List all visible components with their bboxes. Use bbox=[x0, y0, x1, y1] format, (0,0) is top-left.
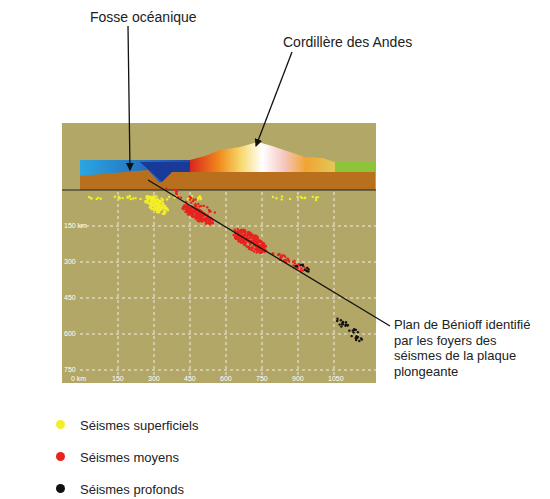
distance-label: 0 km bbox=[71, 375, 86, 382]
legend-text: Séismes superficiels bbox=[80, 418, 199, 433]
distance-label: 1050 bbox=[328, 375, 344, 382]
legend-text: Séismes moyens bbox=[80, 450, 179, 465]
surface-line bbox=[62, 190, 376, 191]
legend-swatch bbox=[56, 452, 65, 461]
distance-label: 450 bbox=[184, 375, 196, 382]
callout-label: Cordillère des Andes bbox=[283, 34, 412, 50]
distance-label: 900 bbox=[292, 375, 304, 382]
legend-swatch bbox=[56, 484, 65, 493]
earthquake-foci bbox=[88, 187, 363, 342]
legend-text: Séismes profonds bbox=[80, 482, 184, 497]
depth-label: 600 bbox=[64, 330, 76, 337]
distance-label: 150 bbox=[112, 375, 124, 382]
depth-label: 450 bbox=[64, 294, 76, 301]
benioff-line bbox=[148, 180, 390, 326]
depth-label: 300 bbox=[64, 258, 76, 265]
distance-label: 750 bbox=[256, 375, 268, 382]
grid bbox=[80, 192, 376, 376]
leader-line bbox=[256, 52, 292, 146]
leader-line bbox=[128, 26, 130, 170]
callout-label: Plan de Bénioff identifié par les foyers… bbox=[394, 317, 546, 379]
legend-swatch bbox=[56, 420, 65, 429]
crust-band bbox=[80, 170, 375, 190]
trench bbox=[140, 162, 190, 182]
distance-label: 300 bbox=[148, 375, 160, 382]
depth-label: 150 km bbox=[64, 222, 87, 229]
ocean bbox=[80, 160, 190, 183]
section-panel bbox=[62, 123, 376, 383]
andes-relief bbox=[190, 142, 335, 172]
plain-relief bbox=[335, 161, 375, 172]
callout-label: Fosse océanique bbox=[90, 9, 197, 25]
distance-label: 600 bbox=[220, 375, 232, 382]
depth-label: 750 bbox=[64, 366, 76, 373]
